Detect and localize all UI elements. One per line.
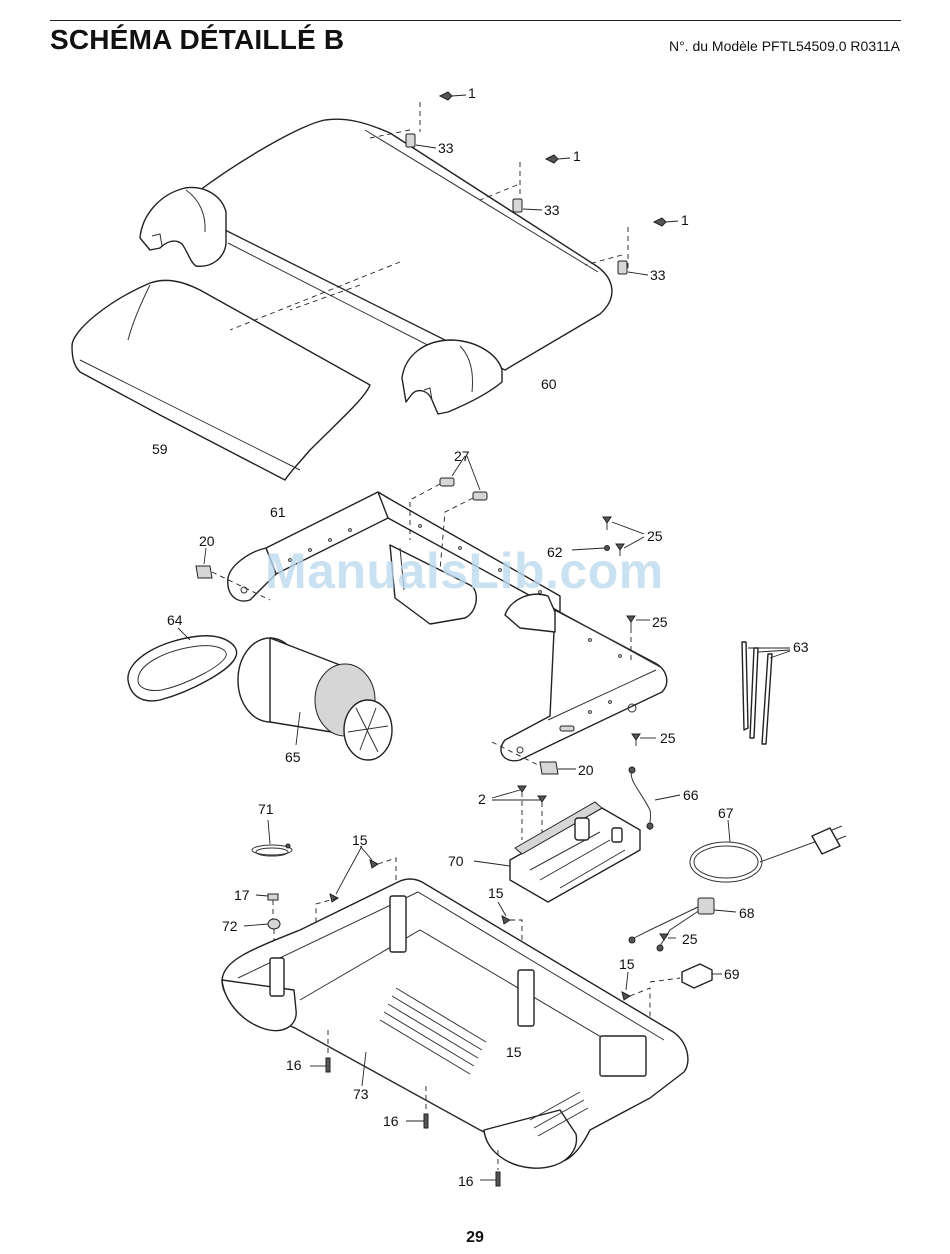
callout-15: 15 [488, 885, 504, 901]
callout-15: 15 [506, 1044, 522, 1060]
callout-33: 33 [650, 267, 666, 283]
callout-65: 65 [285, 749, 301, 765]
callout-33: 33 [438, 140, 454, 156]
callout-59: 59 [152, 441, 168, 457]
callout-1: 1 [573, 148, 581, 164]
callout-73: 73 [353, 1086, 369, 1102]
callout-72: 72 [222, 918, 238, 934]
callout-60: 60 [541, 376, 557, 392]
part-17-bolt [256, 894, 278, 920]
part-69-switch [650, 964, 722, 988]
callout-20: 20 [578, 762, 594, 778]
callout-17: 17 [234, 887, 250, 903]
callout-63: 63 [793, 639, 809, 655]
part-63-cable-ties [742, 642, 790, 744]
callout-1: 1 [468, 85, 476, 101]
callout-61: 61 [270, 504, 286, 520]
callout-68: 68 [739, 905, 755, 921]
callout-16: 16 [458, 1173, 474, 1189]
part-66-ground-wire [629, 767, 680, 830]
callout-27: 27 [454, 448, 470, 464]
callout-16: 16 [383, 1113, 399, 1129]
part-65-motor [238, 638, 392, 760]
part-71-wire [252, 820, 292, 856]
callout-15: 15 [619, 956, 635, 972]
callout-71: 71 [258, 801, 274, 817]
callout-1: 1 [681, 212, 689, 228]
callout-66: 66 [683, 787, 699, 803]
callout-25: 25 [652, 614, 668, 630]
callout-16: 16 [286, 1057, 302, 1073]
callout-20: 20 [199, 533, 215, 549]
callout-33: 33 [544, 202, 560, 218]
part-59-front-hood [72, 280, 370, 480]
callout-15: 15 [352, 832, 368, 848]
part-67-power-cord [690, 820, 846, 882]
callout-67: 67 [718, 805, 734, 821]
watermark: ManualsLib.com [265, 542, 664, 600]
part-60-right-end-cap [402, 340, 502, 414]
page-number: 29 [0, 1229, 950, 1247]
callout-25: 25 [682, 931, 698, 947]
part-73-base [222, 879, 688, 1168]
callout-64: 64 [167, 612, 183, 628]
callout-70: 70 [448, 853, 464, 869]
callout-25: 25 [660, 730, 676, 746]
callout-2: 2 [478, 791, 486, 807]
callout-69: 69 [724, 966, 740, 982]
part-60-left-end-cap [140, 188, 226, 267]
part-64-drive-belt [128, 628, 237, 701]
